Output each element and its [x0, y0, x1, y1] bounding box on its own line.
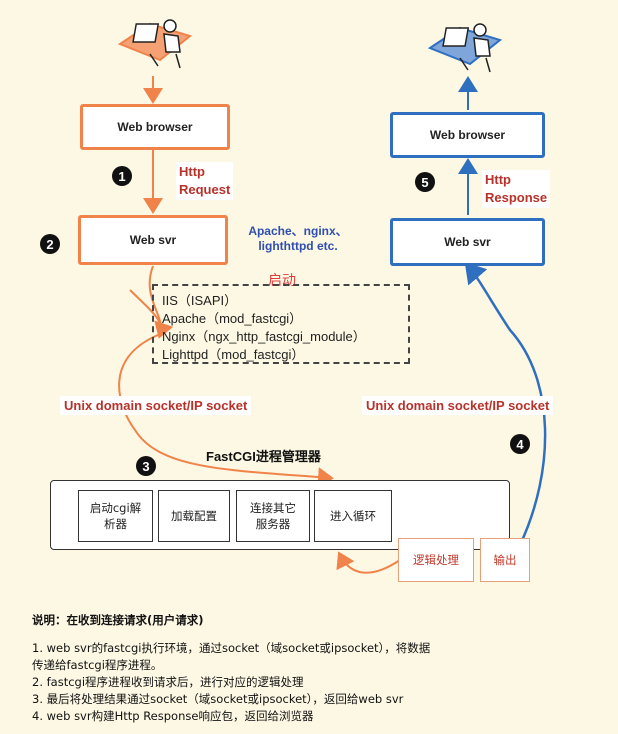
- description-text: 1. web svr的fastcgi执行环境，通过socket（域socket或…: [32, 640, 430, 725]
- module-iis: IIS（ISAPI）: [162, 293, 238, 308]
- http-response-label: Http Response: [482, 170, 551, 208]
- right-web-svr-box: Web svr: [390, 218, 545, 266]
- step-5-badge: 5: [415, 172, 435, 192]
- step-connect-servers: 连接其它服务器: [236, 490, 310, 542]
- step-logic: 逻辑处理: [398, 538, 474, 582]
- step-2-number: 2: [46, 236, 54, 252]
- step-1-number: 1: [118, 168, 126, 184]
- step-start-line2: 析器: [103, 517, 127, 531]
- left-user-icon: [117, 19, 193, 69]
- server-examples-line2: lighthttpd etc.: [258, 239, 338, 253]
- left-web-browser-label: Web browser: [117, 120, 193, 134]
- right-user-icon: [427, 23, 503, 73]
- step-3-number: 3: [142, 458, 150, 474]
- module-apache: Apache（mod_fastcgi）: [162, 311, 303, 326]
- http-request-label: Http Request: [176, 162, 234, 200]
- step-start-line1: 启动cgi解: [89, 501, 142, 515]
- step-3-badge: 3: [136, 456, 156, 476]
- module-list-box: IIS（ISAPI） Apache（mod_fastcgi） Nginx（ngx…: [152, 284, 410, 364]
- description-title: 说明：在收到连接请求(用户请求): [32, 613, 204, 627]
- left-web-svr-box: Web svr: [78, 215, 228, 265]
- step-4-number: 4: [516, 436, 524, 452]
- module-lighttpd: Lighttpd（mod_fastcgi）: [162, 347, 305, 362]
- step-logic-label: 逻辑处理: [413, 553, 459, 567]
- step-enter-loop-label: 进入循环: [330, 509, 376, 523]
- module-nginx: Nginx（ngx_http_fastcgi_module）: [162, 329, 366, 344]
- right-web-browser-box: Web browser: [390, 112, 545, 158]
- step-load-config: 加载配置: [158, 490, 230, 542]
- right-web-browser-label: Web browser: [429, 128, 506, 142]
- step-connect-line1: 连接其它: [250, 501, 296, 515]
- step-load-config-label: 加载配置: [171, 509, 217, 523]
- description-line2: 2. fastcgi程序进程收到请求后，进行对应的逻辑处理: [32, 675, 304, 689]
- description-line1b: 传递给fastcgi程序进程。: [32, 658, 163, 672]
- step-5-number: 5: [421, 174, 429, 190]
- right-web-svr-label: Web svr: [444, 235, 491, 249]
- http-request-line1: Http: [179, 164, 205, 179]
- right-socket-label: Unix domain socket/IP socket: [362, 396, 554, 415]
- description-line4: 4. web svr构建Http Response响应包，返回给浏览器: [32, 709, 314, 723]
- http-response-line2: Response: [485, 190, 548, 205]
- step-output: 输出: [480, 538, 530, 582]
- manager-title: FastCGI进程管理器: [206, 449, 321, 464]
- step-enter-loop: 进入循环: [314, 490, 392, 542]
- http-response-line1: Http: [485, 172, 511, 187]
- step-4-badge: 4: [510, 434, 530, 454]
- step-1-badge: 1: [112, 166, 132, 186]
- step-start-parser: 启动cgi解析器: [78, 490, 153, 542]
- step-2-badge: 2: [40, 234, 60, 254]
- server-examples-line1: Apache、nginx、: [248, 224, 348, 238]
- left-web-browser-box: Web browser: [80, 104, 230, 150]
- description-line1a: 1. web svr的fastcgi执行环境，通过socket（域socket或…: [32, 641, 431, 655]
- http-request-line2: Request: [179, 182, 231, 197]
- left-socket-label: Unix domain socket/IP socket: [60, 396, 252, 415]
- server-examples-note: Apache、nginx、 lighthttpd etc.: [238, 224, 358, 254]
- left-web-svr-label: Web svr: [129, 233, 177, 247]
- step-output-label: 输出: [493, 553, 517, 567]
- description-line3: 3. 最后将处理结果通过socket（域socket或ipsocket），返回给…: [32, 692, 404, 706]
- step-connect-line2: 服务器: [255, 517, 291, 531]
